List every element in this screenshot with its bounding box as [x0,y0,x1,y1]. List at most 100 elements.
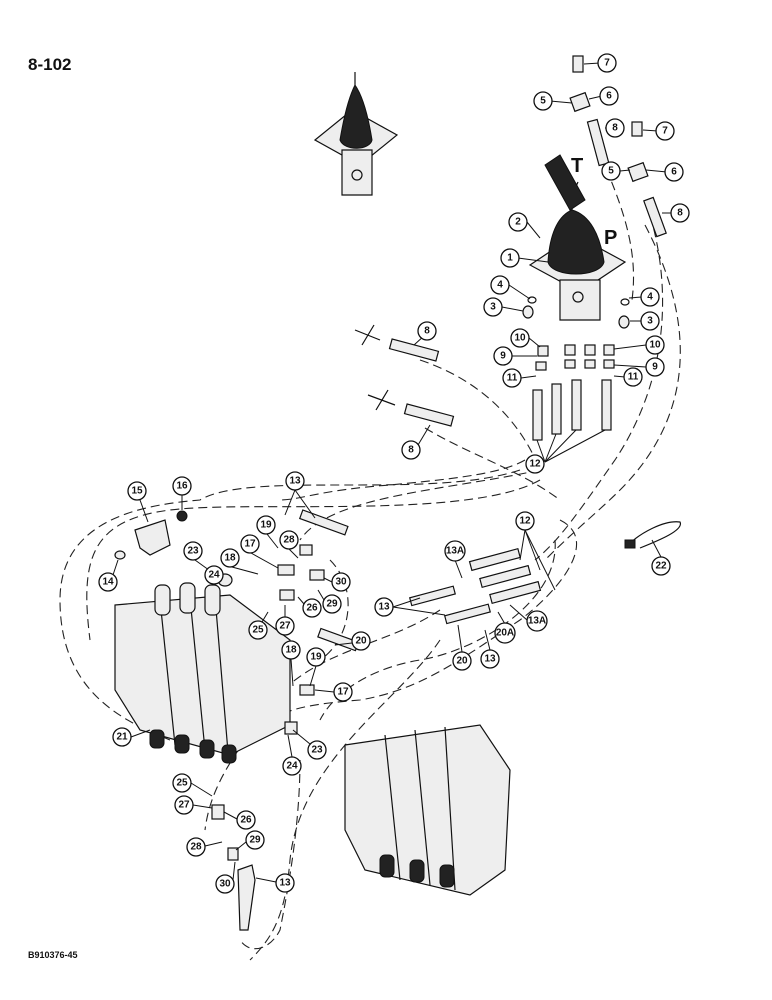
callout-6[interactable]: 6 [645,162,684,182]
callout-8[interactable]: 8 [662,203,690,223]
bracket-15 [114,510,188,560]
callout-29[interactable]: 29 [235,830,265,851]
svg-text:20: 20 [355,636,367,647]
svg-text:26: 26 [240,815,252,826]
svg-text:9: 9 [652,362,658,373]
callout-13[interactable]: 13 [255,873,295,893]
svg-text:30: 30 [219,879,231,890]
callout-3[interactable]: 3 [630,311,660,331]
callout-16[interactable]: 16 [172,476,192,510]
callout-18[interactable]: 18 [220,548,259,575]
svg-text:11: 11 [628,372,639,383]
svg-text:17: 17 [244,539,256,550]
callout-5[interactable]: 5 [533,91,573,111]
callout-30[interactable]: 30 [323,572,351,592]
callout-26[interactable]: 26 [297,596,322,618]
callout-25[interactable]: 25 [248,611,269,640]
callout-11[interactable]: 11 [502,368,537,388]
hoses-8-left [354,324,455,427]
callout-9[interactable]: 9 [493,346,537,366]
svg-text:13A: 13A [446,546,464,557]
svg-text:27: 27 [279,621,291,632]
callout-28[interactable]: 28 [186,837,223,857]
callout-10[interactable]: 10 [510,328,541,348]
callout-7[interactable]: 7 [642,121,675,141]
callout-13[interactable]: 13 [284,471,316,519]
callout-10[interactable]: 10 [613,335,665,355]
callout-4[interactable]: 4 [490,275,531,300]
svg-text:15: 15 [131,486,143,497]
callout-25[interactable]: 25 [172,773,213,797]
callout-2[interactable]: 2 [508,212,541,239]
callout-15[interactable]: 15 [127,481,149,523]
callout-20[interactable]: 20 [452,624,472,671]
callout-1[interactable]: 1 [500,248,549,268]
svg-text:16: 16 [176,481,188,492]
callout-7[interactable]: 7 [583,53,617,73]
callout-24[interactable]: 24 [282,734,302,776]
callout-6[interactable]: 6 [588,86,619,106]
callout-30[interactable]: 30 [215,861,236,894]
callout-12[interactable]: 12 [515,511,556,591]
joystick-valve-assembly: T P [528,154,627,321]
callout-17[interactable]: 17 [240,534,279,569]
callout-11[interactable]: 11 [613,367,643,387]
svg-text:18: 18 [285,645,297,656]
svg-text:19: 19 [260,520,272,531]
svg-text:2: 2 [515,217,521,228]
callout-29[interactable]: 29 [317,589,342,614]
callout-21[interactable]: 21 [112,727,151,747]
callout-13A[interactable]: 13A [444,540,466,579]
svg-text:18: 18 [224,553,236,564]
svg-text:23: 23 [311,745,323,756]
callout-14[interactable]: 14 [98,559,119,592]
callout-20[interactable]: 20 [334,631,371,651]
callout-13A[interactable]: 13A [509,604,548,632]
callout-22[interactable]: 22 [651,539,671,576]
svg-text:9: 9 [500,351,506,362]
svg-text:28: 28 [283,535,295,546]
callout-28[interactable]: 28 [279,530,299,559]
callout-26[interactable]: 26 [223,810,256,830]
joystick-inset [313,72,399,196]
callout-18[interactable]: 18 [281,640,301,687]
callout-8[interactable]: 8 [605,118,625,138]
callout-24[interactable]: 24 [204,565,224,585]
callout-layer: 7 5 6 8 7 5 6 8 2 1 4 3 4 3 8 10 10 9 9 … [98,53,690,894]
svg-text:20: 20 [456,656,468,667]
svg-text:28: 28 [190,842,202,853]
svg-text:24: 24 [286,761,298,772]
figure-id: B910376-45 [28,950,78,960]
svg-text:24: 24 [208,570,220,581]
callout-19[interactable]: 19 [306,647,326,687]
callout-13[interactable]: 13 [374,597,446,617]
callout-3[interactable]: 3 [483,297,524,317]
callout-27[interactable]: 27 [174,795,213,815]
callout-17[interactable]: 17 [314,682,353,702]
svg-text:11: 11 [507,373,518,384]
callout-9[interactable]: 9 [613,357,665,377]
callout-13[interactable]: 13 [480,629,500,669]
svg-text:23: 23 [187,546,199,557]
callout-20A[interactable]: 20A [494,611,516,644]
pressure-port-label: P [604,227,617,249]
svg-text:6: 6 [606,91,612,102]
callout-8[interactable]: 8 [413,321,437,346]
callout-8[interactable]: 8 [401,424,431,460]
callout-12[interactable]: 12 [525,429,606,474]
tank-port-label: T [571,155,583,177]
callout-4[interactable]: 4 [628,287,660,307]
control-valve-bank-inset [344,724,511,896]
callout-27[interactable]: 27 [275,605,295,636]
callout-23[interactable]: 23 [292,729,327,760]
callout-19[interactable]: 19 [256,515,279,549]
callout-5[interactable]: 5 [601,161,631,181]
svg-text:7: 7 [662,126,668,137]
clamp-22 [624,521,681,549]
svg-text:3: 3 [647,316,653,327]
svg-text:3: 3 [490,302,496,313]
svg-text:22: 22 [655,561,667,572]
svg-text:20A: 20A [496,628,514,639]
svg-text:13: 13 [279,878,291,889]
svg-text:26: 26 [306,603,318,614]
